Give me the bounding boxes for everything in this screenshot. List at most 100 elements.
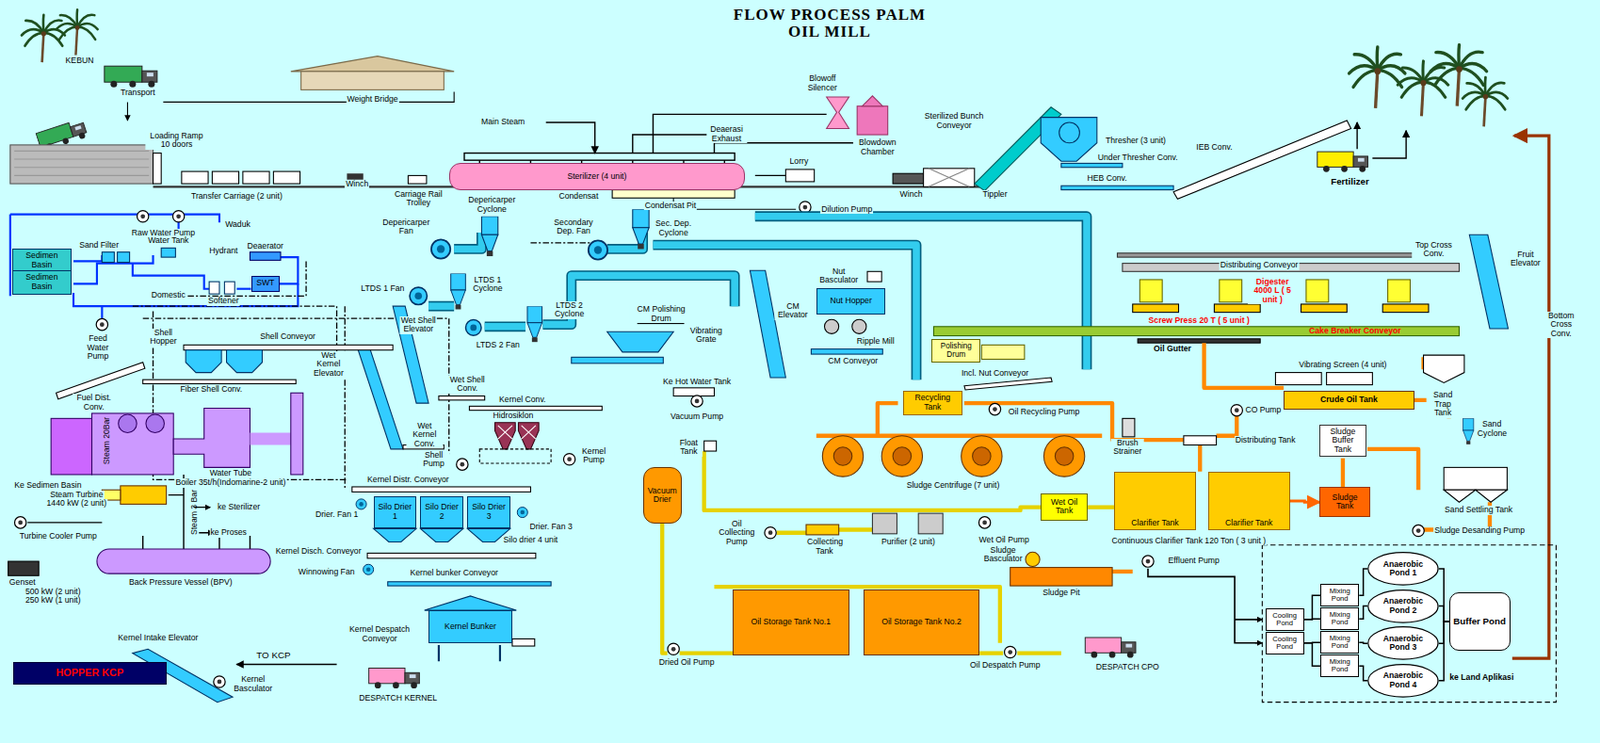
node-text-wrap: Cooling Pond	[1269, 635, 1301, 652]
node-text-wrap: Silo Drier 2	[423, 502, 460, 521]
node-label: Sterilizer (4 unit)	[566, 172, 627, 182]
equipment-label: Oil Collecting Pump	[716, 519, 758, 548]
equipment-label: Boiler 35t/h(Indomarine-2 unit)	[174, 478, 287, 488]
equipment-box: Mixing Pond	[1320, 654, 1359, 678]
kernel-plant	[143, 311, 684, 689]
equipment-box: Recycling Tank	[903, 390, 963, 416]
connectors	[1290, 501, 1450, 681]
node-label: Anaerobic Pond 1	[1374, 560, 1432, 579]
equipment-label: Nut Basculator	[817, 267, 861, 286]
node-label: Sedimen Basin	[16, 251, 68, 270]
pond-connector	[1358, 665, 1368, 680]
equipment-label: Screw Press 20 T ( 5 unit )	[1147, 316, 1251, 326]
equipment-label: Transport	[119, 88, 157, 98]
node-text-wrap: Anaerobic Pond 3	[1374, 634, 1432, 653]
equipment-label: Steam 20Bar	[102, 416, 113, 467]
pond-connector	[1438, 621, 1450, 644]
pond-ellipse: Anaerobic Pond 2	[1367, 589, 1439, 624]
node-text-wrap: Vacuum Drier	[646, 486, 679, 505]
node-text-wrap: Mixing Pond	[1324, 587, 1356, 604]
equipment-label: Fruit Elevator	[1509, 250, 1543, 269]
equipment-label: Kernel Conv.	[498, 395, 547, 405]
pond-connector	[1304, 642, 1321, 645]
ellipse-shape	[1368, 589, 1439, 622]
pond-connector	[1358, 606, 1368, 620]
equipment-label: Vacuum Pump	[669, 412, 725, 422]
equipment-label: Transfer Carriage (2 unit)	[190, 192, 284, 202]
equipment-label: Silo drier 4 unit	[502, 535, 560, 546]
equipment-label: Fuel Dist. Conv.	[72, 393, 116, 412]
equipment-label: Hidrosiklon	[492, 411, 535, 421]
equipment-label: DESPATCH CPO	[1095, 662, 1161, 673]
equipment-label: IEB Conv.	[1195, 143, 1233, 153]
equipment-label: Genset	[8, 578, 37, 588]
node-text-wrap: Sludge Buffer Tank	[1323, 427, 1363, 455]
pond-connector	[1290, 501, 1320, 502]
equipment-box: Oil Storage Tank No.1	[732, 589, 850, 655]
node-text-wrap: Anaerobic Pond 4	[1374, 671, 1432, 690]
equipment-box: Sterilizer (4 unit)	[449, 162, 745, 190]
pond-connector	[1304, 618, 1321, 621]
equipment-label: Kernel Despatch Conveyor	[345, 625, 414, 644]
ellipse-shape	[1368, 552, 1439, 585]
node-text-wrap: SWT	[256, 278, 275, 289]
equipment-label: KEBUN	[64, 56, 96, 66]
node-text-wrap: Oil Storage Tank No.2	[881, 617, 962, 628]
equipment-label: Shell Hopper	[146, 328, 180, 347]
pond-connector	[1438, 621, 1450, 681]
node-label: Anaerobic Pond 2	[1374, 597, 1432, 615]
equipment-label: Cake Breaker Conveyor	[1308, 326, 1403, 337]
node-label: Silo Drier 2	[423, 502, 460, 521]
node-label: HOPPER KCP	[56, 667, 125, 679]
equipment-box: Clarifier Tank	[1114, 471, 1196, 532]
node-label: SWT	[256, 278, 275, 289]
equipment-label: Back Pressure Vessel (BPV)	[128, 578, 234, 588]
equipment-box: SWT	[251, 275, 280, 292]
node-text-wrap: Wet Oil Tank	[1044, 498, 1084, 517]
node-text-wrap: Clarifier Tank	[1131, 518, 1179, 529]
equipment-label: Oil Gutter	[1152, 344, 1193, 355]
equipment-label: Deaerasi Exhaust	[706, 125, 747, 144]
equipment-label: Vibrating Screen (4 unit)	[1297, 360, 1388, 371]
equipment-label: Kernel Disch. Conveyor	[274, 547, 363, 557]
equipment-label: Wet Oil Pump	[978, 535, 1031, 546]
palm-trees	[21, 9, 1508, 127]
equipment-label: Kernel Distr. Conveyor	[366, 475, 451, 485]
equipment-label: CM Conveyor	[826, 356, 879, 367]
node-label: Oil Storage Tank No.1	[750, 617, 831, 628]
equipment-label: Sec. Dep. Cyclone	[651, 219, 695, 238]
elevators	[132, 234, 1509, 702]
equipment-label: Softener	[207, 296, 241, 307]
node-label: Anaerobic Pond 3	[1374, 634, 1432, 653]
equipment-box: Silo Drier 2	[420, 496, 464, 530]
pond-connector	[1304, 643, 1321, 666]
equipment-label: Winnowing Fan	[297, 567, 356, 578]
node-label: Sedimen Basin	[16, 273, 68, 291]
equipment-label: Wet Kernel Conv.	[405, 421, 443, 450]
equipment-label: CM Polishing Drum	[630, 305, 694, 324]
equipment-box: Buffer Pond	[1449, 592, 1511, 652]
equipment-label: CM Elevator	[774, 302, 811, 321]
node-label: Anaerobic Pond 4	[1374, 671, 1432, 690]
equipment-label: Collecting Tank	[806, 537, 843, 556]
equipment-label: Brush Strainer	[1111, 438, 1145, 457]
equipment-label: Blowdown Chamber	[853, 138, 903, 157]
water-treatment	[10, 210, 299, 331]
node-label: Silo Drier 3	[470, 502, 507, 521]
equipment-box: Sludge Buffer Tank	[1319, 424, 1367, 458]
pond-ellipse: Anaerobic Pond 4	[1367, 663, 1439, 698]
node-label: Clarifier Tank	[1131, 518, 1179, 529]
equipment-box: Sedimen Basin	[12, 270, 72, 295]
equipment-label: Sand Filter	[78, 241, 120, 251]
equipment-label: Sand Trap Tank	[1426, 390, 1460, 419]
node-label: Clarifier Tank	[1225, 518, 1273, 529]
node-text-wrap: Anaerobic Pond 2	[1374, 597, 1432, 615]
equipment-box: Mixing Pond	[1320, 583, 1359, 607]
node-label: Mixing Pond	[1324, 587, 1356, 604]
equipment-label: Wet Kernel Elevator	[307, 351, 349, 379]
equipment-box: Mixing Pond	[1320, 630, 1359, 654]
cyclones-and-fans	[355, 209, 1474, 575]
node-text-wrap: Polishing Drum	[935, 342, 977, 360]
node-text-wrap: Kernel Bunker	[444, 622, 497, 632]
node-text-wrap: HOPPER KCP	[56, 667, 125, 679]
